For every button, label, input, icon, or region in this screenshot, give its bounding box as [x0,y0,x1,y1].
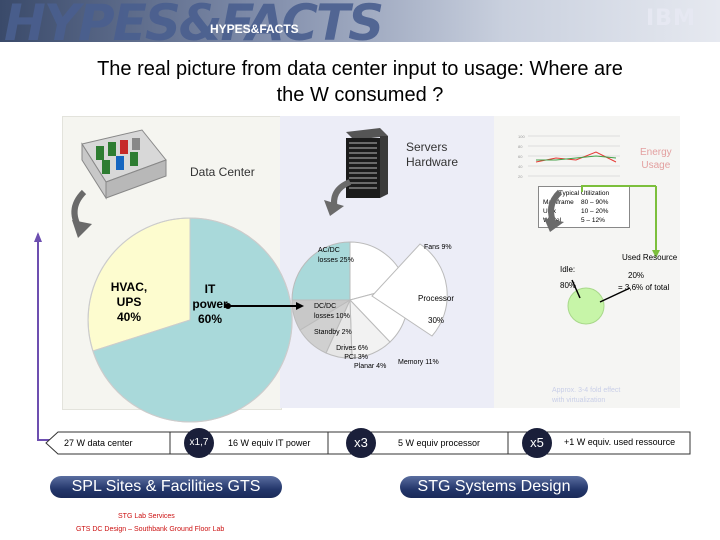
utilization-heading: Typical Utilization [558,190,610,197]
credit-line-1: STG Lab Services [118,513,175,520]
processor-slice [371,243,448,337]
used-resource-percent: 20% [628,271,645,280]
banner-wordmark: HYPES&FACTS [4,0,384,42]
mini-usage-chart: 100 80 60 40 20 [518,134,620,179]
svg-text:100: 100 [518,134,525,139]
multiplier-x5: x5 [522,428,552,458]
utilization-row-value: 5 – 12% [581,217,605,224]
header-banner: HYPES&FACTS HYPES&FACTS IBM [0,0,720,42]
data-center-label: Data Center [190,165,255,179]
multiplier-x1-7: x1,7 [184,428,214,458]
utilization-row-value: 80 – 90% [581,199,609,206]
drives-pci-label: Drives 6% PCI 3% [336,345,368,361]
utilization-row-value: 10 – 20% [581,208,609,215]
fans-label: Fans 9% [424,244,452,251]
used-resource-label: Used Resource [622,253,678,262]
memory-label: Memory 11% [398,359,439,366]
panel-usage [494,116,680,408]
footer-pill-stg: STG Systems Design [400,476,588,498]
used-resource-circle [567,287,605,325]
flow-used-resource: +1 W equiv. used ressource [564,437,676,447]
title-line-1: The real picture from data center input … [97,58,623,80]
it-breakdown-pie [291,241,448,359]
dcdc-losses-label: DC/DC losses 10% [314,303,350,320]
slide-title: The real picture from data center input … [10,56,710,108]
acdc-losses-label: AC/DC losses 25% [318,247,354,264]
processor-percent: 30% [428,316,445,325]
mini-chart-caption: Energy Usage [640,147,672,171]
svg-text:20: 20 [518,174,523,179]
svg-text:60: 60 [518,154,523,159]
title-line-2: the W consumed ? [276,84,444,106]
idle-label: Idle: 80% [560,265,577,290]
utilization-row: Mainframe 80 – 90% [543,198,625,207]
used-resource-total: = 3,6% of total [618,283,670,292]
data-center-illustration [81,129,167,200]
svg-text:80: 80 [518,144,523,149]
virtualization-note: Approx. 3-4 fold effect with virtualizat… [552,387,621,404]
banner-small-text: HYPES&FACTS [210,22,299,36]
flow-start: 27 W data center [64,438,133,448]
footer-pill-gts: SPL Sites & Facilities GTS [50,476,282,498]
it-power-label: IT power 60% [192,282,228,326]
multiplier-x3: x3 [346,428,376,458]
svg-text:40: 40 [518,164,523,169]
ibm-logo: IBM [646,6,696,31]
server-rack-illustration [346,128,388,198]
credit-line-2: GTS DC Design – Southbank Ground Floor L… [76,526,225,533]
purple-feedback-line [37,238,56,441]
standby-label: Standby 2% [314,329,352,336]
flow-processor: 5 W equiv processor [398,438,481,448]
processor-label: Processor [418,294,455,303]
servers-label: Servers Hardware [406,140,459,169]
planar-label: Planar 4% [354,363,387,370]
hvac-label: HVAC, UPS 40% [110,280,148,324]
utilization-row-name: Mainframe [543,199,574,206]
flow-it-power: 16 W equiv IT power [228,438,311,448]
